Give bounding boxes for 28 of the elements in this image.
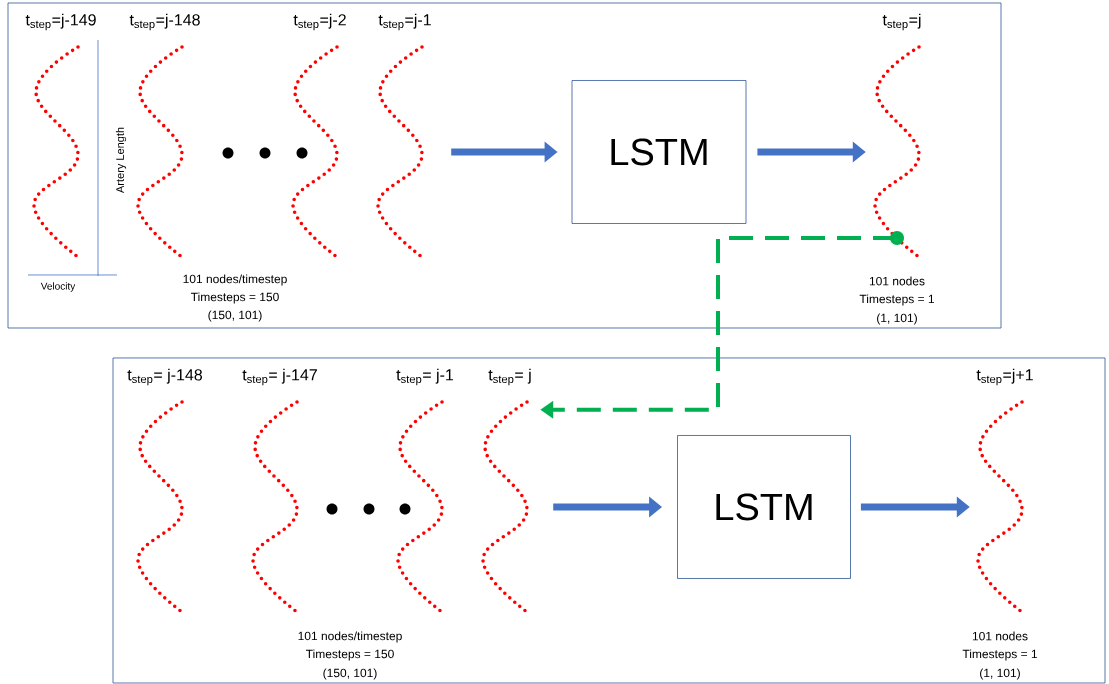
- shape-note: 101 nodes/timestep: [298, 631, 402, 643]
- lstm-box: LSTM: [677, 435, 851, 579]
- timestep-label: t$_{step}$= j: [488, 368, 531, 386]
- shape-note: Timesteps = 150: [190, 292, 279, 304]
- axis-label: Velocity: [40, 282, 76, 292]
- shape-note: 101 nodes/timestep: [183, 274, 287, 286]
- shape-note: 101 nodes: [869, 276, 925, 286]
- shape-note: (150, 101): [323, 668, 377, 680]
- shape-note: 101 nodes: [972, 631, 1028, 641]
- timestep-label: t$_{step}$=j-148: [129, 13, 200, 31]
- shape-note: Timesteps = 1: [962, 649, 1038, 661]
- timestep-label: t$_{step}$=j-1: [378, 13, 431, 31]
- timestep-label: t$_{step}$= j-147: [242, 368, 317, 386]
- shape-note: Timesteps = 150: [305, 649, 394, 661]
- shape-note: (150, 101): [208, 310, 262, 322]
- shape-note: (1, 101): [877, 313, 917, 325]
- timestep-label: t$_{step}$= j-1: [396, 368, 454, 386]
- shape-note: (1, 101): [980, 668, 1020, 680]
- timestep-label: t$_{step}$=j+1: [976, 368, 1033, 386]
- timestep-label: t$_{step}$=j: [882, 13, 921, 31]
- timestep-label: t$_{step}$=j-2: [293, 13, 346, 31]
- shape-note: Timesteps = 1: [859, 294, 935, 306]
- lstm-box: LSTM: [571, 80, 747, 224]
- timestep-label: t$_{step}$=j-149: [25, 13, 96, 31]
- timestep-label: t$_{step}$= j-148: [127, 368, 203, 386]
- axis-label: Artery Length: [115, 127, 127, 193]
- panel-frame: [112, 357, 1106, 684]
- panel-frame: [7, 2, 1002, 329]
